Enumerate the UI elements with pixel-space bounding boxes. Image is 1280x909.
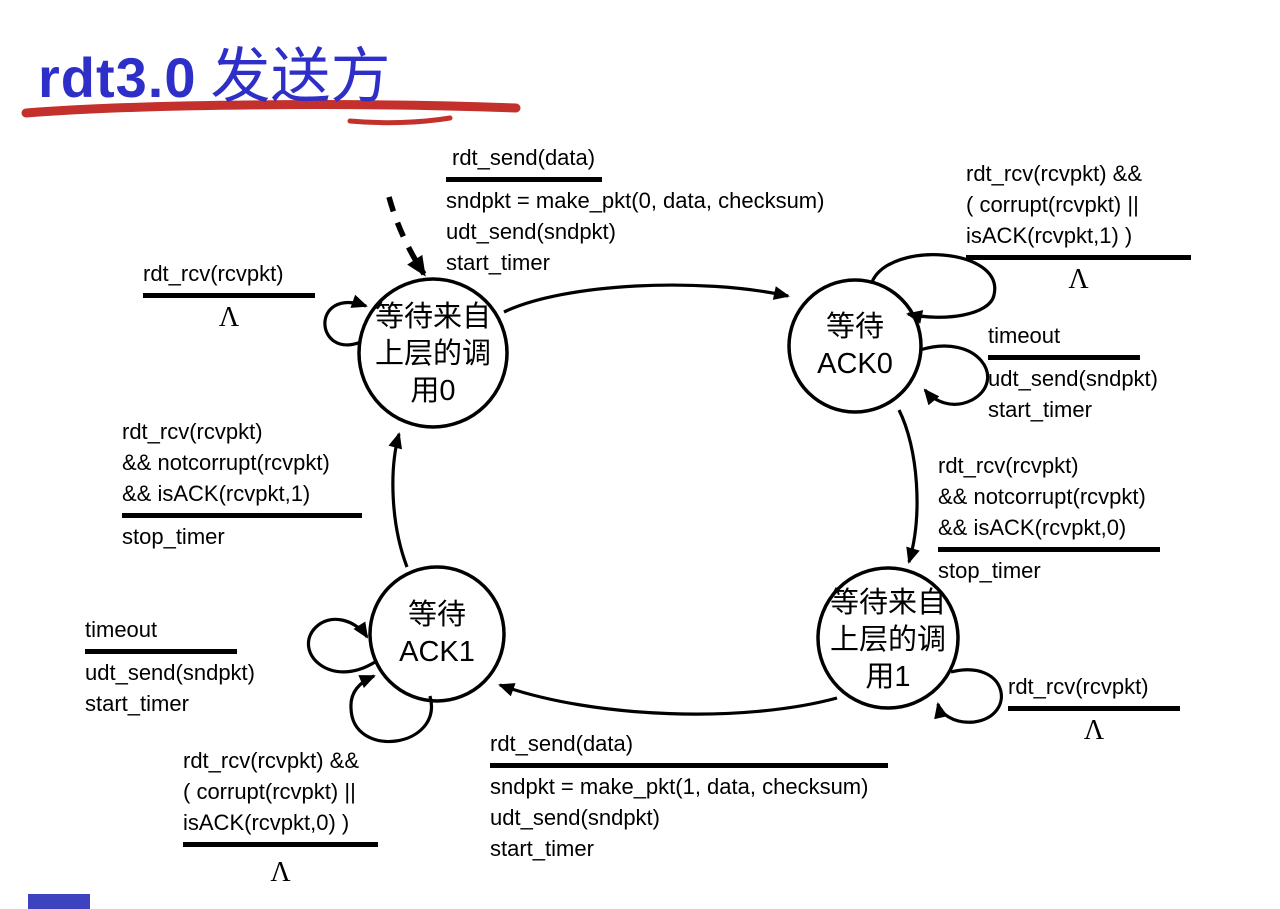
title-chinese-text: 发送方 [210,43,391,110]
state-wait-ack1-label: 等待 ACK1 [399,599,475,668]
event-text: rdt_rcv(rcvpkt) && notcorrupt(rcvpkt) &&… [122,419,330,506]
event-action-divider [966,255,1191,260]
label-rcv-ack0-bad: rdt_rcv(rcvpkt) && ( corrupt(rcvpkt) || … [966,158,1191,295]
label-send1: rdt_send(data) sndpkt = make_pkt(1, data… [490,728,888,864]
selfloop-call1-premature-ack [934,668,1003,724]
action-text: Λ [1083,715,1105,746]
action-text: Λ [218,302,240,333]
action-text: udt_send(sndpkt) start_timer [85,660,255,716]
action-text: udt_send(sndpkt) start_timer [988,366,1158,422]
event-text: timeout [988,323,1061,348]
event-text: rdt_rcv(rcvpkt) && ( corrupt(rcvpkt) || … [966,161,1143,248]
event-text: rdt_rcv(rcvpkt) && notcorrupt(rcvpkt) &&… [938,453,1146,540]
initial-state-arrow [386,196,427,277]
selfloop-ack1-timeout [307,617,376,674]
state-wait-ack0-circle [787,278,923,414]
event-action-divider [938,547,1160,552]
event-action-divider [122,513,362,518]
label-rcv-call0: rdt_rcv(rcvpkt) Λ [143,258,315,333]
event-action-divider [988,355,1140,360]
transition-call1-to-ack1 [498,683,838,716]
state-wait-ack1-circle [368,565,506,703]
event-text: rdt_send(data) [452,145,596,170]
event-action-divider [143,293,315,298]
state-wait-call1-label: 等待来自 上层的调 用1 [829,587,946,693]
action-text: sndpkt = make_pkt(1, data, checksum) udt… [490,774,869,861]
event-action-divider [446,177,602,182]
event-action-divider [1008,706,1180,711]
state-wait-call0-label: 等待来自 上层的调 用0 [374,301,491,407]
event-text: timeout [85,617,158,642]
transition-ack0-to-call1 [897,409,920,564]
action-text: Λ [1068,264,1089,295]
label-rcv-ack1-bad: rdt_rcv(rcvpkt) && ( corrupt(rcvpkt) || … [183,745,378,888]
title-underline-stroke [21,100,521,118]
slide-footer-bar [28,894,90,909]
state-wait-call0-circle [357,277,509,429]
label-send0: rdt_send(data) sndpkt = make_pkt(0, data… [446,142,825,278]
transition-ack1-to-call0 [388,432,409,568]
state-wait-call1-circle [816,566,960,710]
title-underline-tail [347,115,453,126]
action-text: stop_timer [122,524,225,549]
event-action-divider [183,842,378,847]
label-timeout-ack0: timeout udt_send(sndpkt) start_timer [988,320,1158,425]
label-rcv-ack1-ok: rdt_rcv(rcvpkt) && notcorrupt(rcvpkt) &&… [122,416,362,552]
selfloop-call0-premature-ack [323,294,368,347]
event-action-divider [85,649,237,654]
state-wait-ack0-label: 等待 ACK0 [817,311,893,380]
selfloop-ack0-timeout [919,344,990,406]
transition-call0-to-ack0 [503,283,790,314]
action-text: sndpkt = make_pkt(0, data, checksum) udt… [446,188,825,275]
event-action-divider [490,763,888,768]
label-rcv-ack0-ok: rdt_rcv(rcvpkt) && notcorrupt(rcvpkt) &&… [938,450,1160,586]
event-text: rdt_rcv(rcvpkt) [1008,674,1149,699]
selfloop-ack1-corrupt [349,674,434,744]
selfloop-ack0-corrupt [870,253,997,324]
label-rcv-call1: rdt_rcv(rcvpkt) Λ [1008,671,1180,746]
event-text: rdt_rcv(rcvpkt) && ( corrupt(rcvpkt) || … [183,748,360,835]
title-protocol-name: rdt3.0 [38,46,197,109]
action-text: stop_timer [938,558,1041,583]
action-text: Λ [270,857,291,888]
label-timeout-ack1: timeout udt_send(sndpkt) start_timer [85,614,255,719]
event-text: rdt_rcv(rcvpkt) [143,261,284,286]
event-text: rdt_send(data) [490,731,634,756]
